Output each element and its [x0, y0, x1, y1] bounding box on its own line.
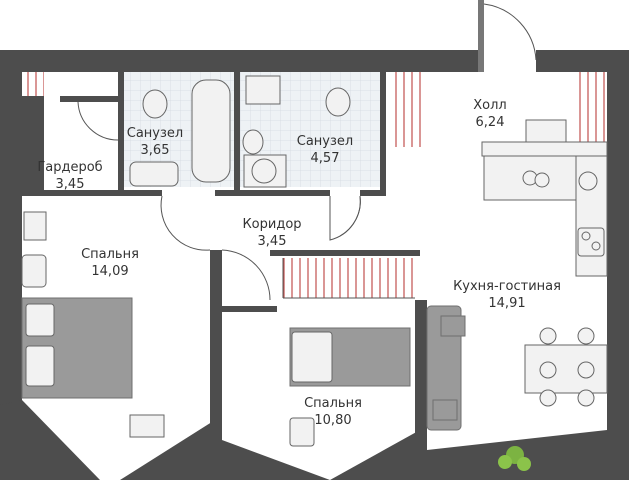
sofa [426, 305, 466, 431]
doors [77, 101, 361, 301]
hall-cabinet [481, 119, 608, 157]
entrance-door [478, 0, 537, 72]
bath-fixtures [129, 75, 351, 188]
bed-bedroom-1 [21, 211, 165, 438]
walls [0, 50, 629, 480]
bed-bedroom-2 [289, 327, 411, 447]
dining-set [524, 327, 608, 407]
kitchen-unit [483, 155, 608, 277]
windows [22, 72, 605, 299]
plant [498, 446, 531, 471]
